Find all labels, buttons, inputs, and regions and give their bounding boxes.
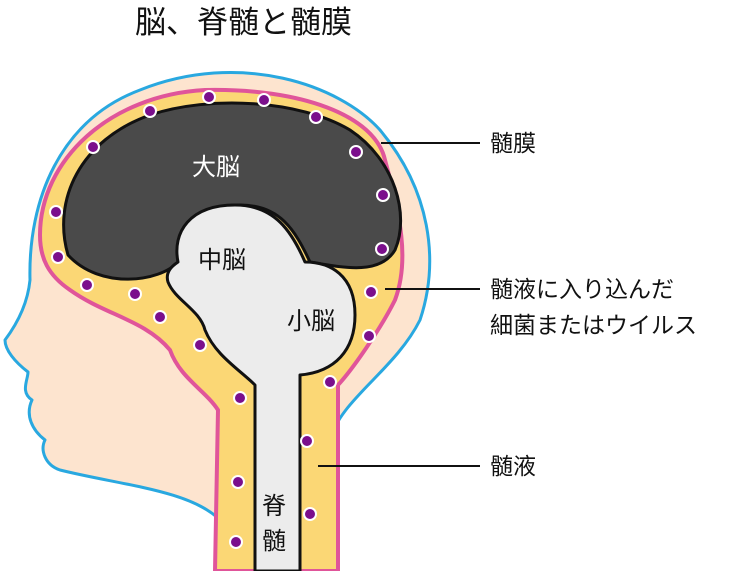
bacteria-dot [364,285,378,299]
bacteria-callout-line2: 細菌またはウイルス [490,313,697,339]
cerebrum-label: 大脳 [192,153,240,181]
bacteria-dot [128,287,142,301]
bacteria-dot [362,329,376,343]
meninges-callout: 髄膜 [490,131,536,157]
bacteria-callout-line1: 髄液に入り込んだ [490,277,674,303]
bacteria-dot [80,278,94,292]
bacteria-dot [86,140,100,154]
bacteria-dot [49,205,63,219]
csf-callout: 髄液 [490,454,536,480]
midbrain-label: 中脳 [198,246,246,274]
bacteria-dot [233,391,247,405]
cerebellum-label: 小脳 [287,307,335,335]
spinal-cord-label-2: 髄 [262,527,286,555]
brainstem-and-cerebellum [165,203,357,571]
bacteria-dot [300,434,314,448]
bacteria-dot [51,250,65,264]
bacteria-dot [231,475,245,489]
bacteria-dot [143,104,157,118]
bacteria-dot [153,310,167,324]
diagram-title: 脳、脊髄と髄膜 [135,5,352,41]
bacteria-dot [309,110,323,124]
bacteria-dot [375,242,389,256]
bacteria-dot [202,90,216,104]
spinal-cord-label-1: 脊 [262,492,286,520]
bacteria-dot [229,535,243,549]
bacteria-dot [349,145,363,159]
bacteria-dots [49,90,390,549]
bacteria-dot [376,188,390,202]
bacteria-dot [303,507,317,521]
bacteria-dot [193,338,207,352]
bacteria-dot [257,93,271,107]
bacteria-dot [323,375,337,389]
